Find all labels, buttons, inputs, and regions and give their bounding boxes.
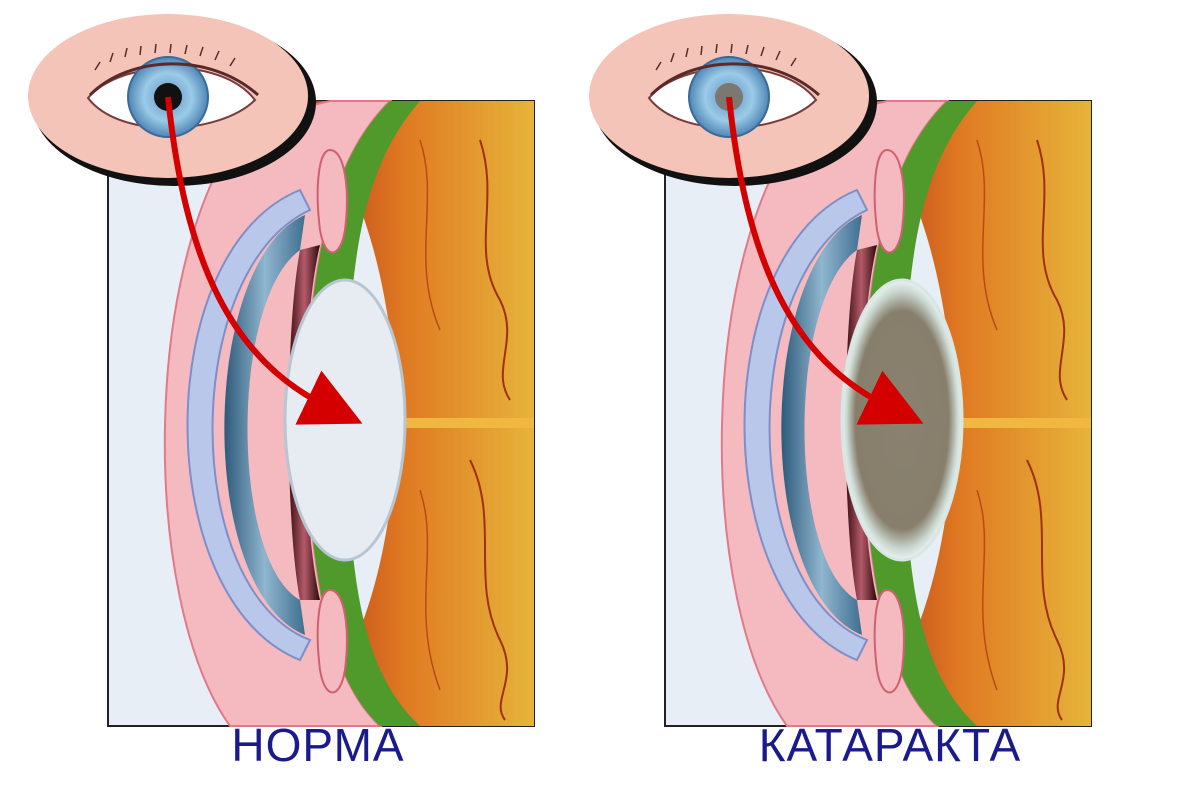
arrow-icon [165,96,363,425]
panel-normal: НОРМА [28,14,535,768]
ciliary-body [862,101,977,726]
zonule-band [400,418,534,428]
lens-clear [283,278,407,562]
eye-cross-section-normal [28,14,535,727]
eye-cross-section-cataract [589,14,1092,727]
zonule-band [957,418,1091,428]
anterior-chamber [224,215,305,635]
panel-label-cataract: КАТАРАКТА [758,719,1022,771]
arrow-icon [726,96,924,425]
lens-clouded [840,278,964,562]
panel-cataract: КАТАРАКТА [560,0,1160,789]
ciliary-body [305,101,420,726]
anterior-chamber [781,215,862,635]
ciliary-tissue [857,101,1091,726]
ciliary-tissue [300,101,534,726]
panel-label-normal: НОРМА [231,719,405,771]
cornea [743,188,869,662]
